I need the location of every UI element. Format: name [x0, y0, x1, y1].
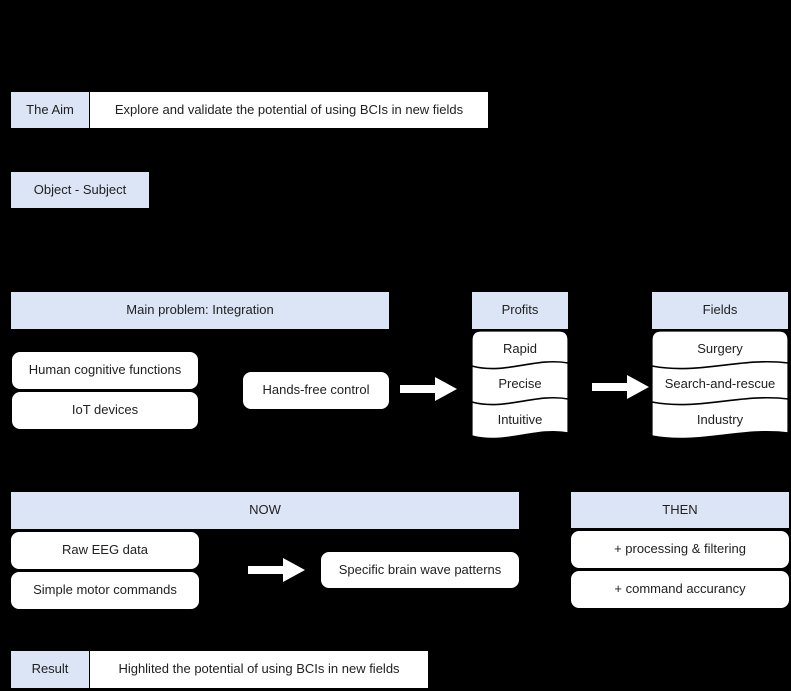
- fields-stack: Surgery Search-and-rescue Industry: [651, 330, 789, 446]
- profits-stack: Rapid Precise Intuitive: [471, 330, 569, 446]
- result-value-box: Highlited the potential of using BCIs in…: [89, 650, 429, 689]
- processing-filtering-box: + processing & filtering: [570, 530, 790, 569]
- profits-header: Profits: [471, 291, 569, 330]
- fields-header: Fields: [651, 291, 789, 330]
- field-item: Search-and-rescue: [664, 376, 776, 391]
- right-arrow-icon: [248, 558, 305, 582]
- now-header: NOW: [10, 491, 520, 530]
- human-cognitive-functions-box: Human cognitive functions: [11, 351, 199, 390]
- raw-eeg-data-box: Raw EEG data: [10, 531, 200, 570]
- aim-value-box: Explore and validate the potential of us…: [89, 91, 489, 129]
- main-problem-header: Main problem: Integration: [10, 291, 390, 330]
- simple-motor-commands-box: Simple motor commands: [10, 571, 200, 610]
- then-header: THEN: [570, 491, 790, 529]
- fields-stack-shape: [651, 330, 789, 440]
- profit-item: Intuitive: [497, 411, 543, 427]
- field-item: Surgery: [697, 340, 743, 356]
- command-accuracy-box: + command accurancy: [570, 570, 790, 609]
- object-subject-box: Object - Subject: [10, 171, 150, 209]
- result-label-box: Result: [10, 650, 90, 689]
- right-arrow-icon: [400, 377, 457, 401]
- profits-stack-shape: [471, 330, 569, 440]
- iot-devices-box: IoT devices: [11, 391, 199, 430]
- specific-brain-wave-patterns-box: Specific brain wave patterns: [320, 551, 520, 589]
- hands-free-control-box: Hands-free control: [242, 371, 390, 410]
- profit-item: Rapid: [503, 340, 537, 356]
- field-item: Industry: [696, 411, 744, 427]
- profit-item: Precise: [498, 376, 542, 391]
- aim-label-box: The Aim: [10, 91, 90, 129]
- right-arrow-icon: [592, 375, 649, 399]
